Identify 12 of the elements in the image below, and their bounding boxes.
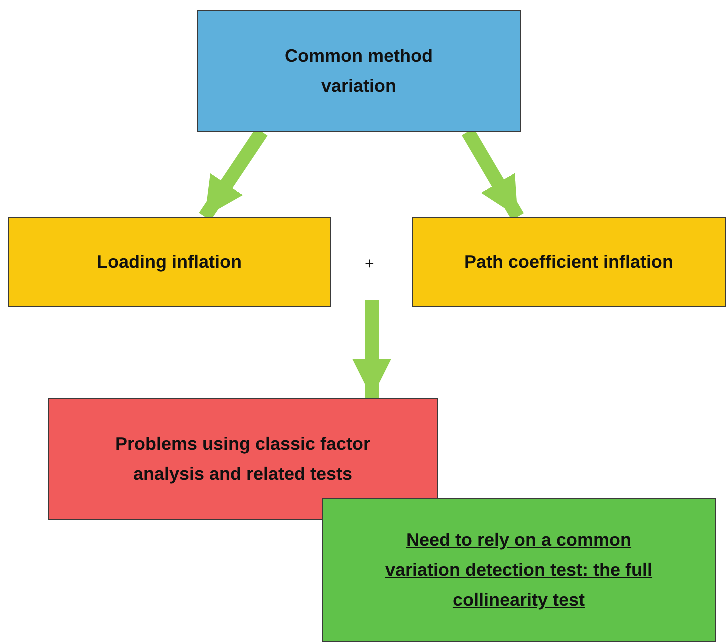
box-text: Need to rely on a common variation detection test: the full collinearity test xyxy=(384,529,654,612)
box-text: Problems using classic factor analysis and related tests xyxy=(114,433,372,486)
process-box xyxy=(8,217,331,307)
box-text: Loading inflation xyxy=(97,251,242,274)
process-box xyxy=(197,10,521,132)
block-arrow xyxy=(352,300,392,398)
box-text: Common method variation xyxy=(284,45,434,98)
process-box xyxy=(322,498,716,642)
process-box xyxy=(412,217,726,307)
box-text: Path coefficient inflation xyxy=(464,251,674,274)
plus-sign: + xyxy=(365,255,374,275)
process-box xyxy=(48,398,438,520)
